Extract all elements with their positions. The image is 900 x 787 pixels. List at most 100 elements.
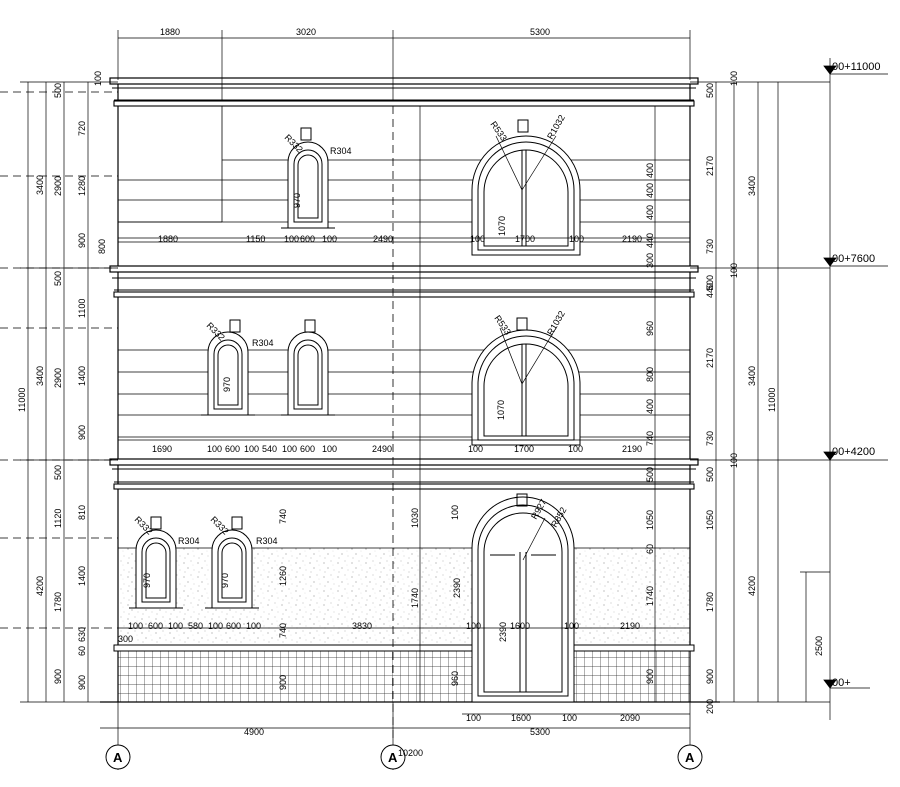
small-windows	[129, 127, 335, 609]
dim: 540	[262, 444, 277, 454]
dim: 2170	[705, 348, 715, 368]
dim: 100	[564, 621, 579, 631]
dim: 900	[77, 425, 87, 440]
dim: 100	[729, 71, 739, 86]
dim: 100	[470, 234, 485, 244]
dim: 970	[222, 377, 232, 392]
dim: 600	[148, 621, 163, 631]
dim: 740	[645, 431, 655, 446]
dim: 1120	[53, 509, 63, 528]
dim: 2500	[814, 636, 824, 656]
dim: 960	[450, 671, 460, 686]
dim: 1150	[246, 234, 265, 244]
dim: 970	[220, 573, 230, 588]
tiled-base	[117, 649, 691, 703]
dim: 100	[569, 234, 584, 244]
dim: 600	[225, 444, 240, 454]
dim: 1280	[77, 176, 87, 196]
level-label-11000: 00+11000	[832, 61, 880, 73]
dim: 900	[278, 675, 288, 690]
entrance-door	[471, 493, 575, 703]
dim: 1780	[53, 592, 63, 612]
level-label-4200: 00+4200	[832, 446, 875, 458]
dim: 1700	[515, 234, 535, 244]
bottom-dim-left: 4900	[244, 727, 264, 737]
dim: R304	[178, 536, 200, 546]
dim: 400	[645, 163, 655, 178]
dim: 1780	[705, 592, 715, 612]
axis-label-left: A	[113, 750, 123, 765]
dim: 100	[246, 621, 261, 631]
dim: 720	[77, 121, 87, 136]
dim: 400	[645, 205, 655, 220]
dim: 600	[300, 444, 315, 454]
dim: 3830	[352, 621, 372, 631]
rustication-floor-2	[118, 349, 690, 438]
dim: 580	[188, 621, 203, 631]
dim: 4200	[747, 576, 757, 596]
left-dims: 11000 3400 3400 4200 500 2900 500 2900 5…	[17, 71, 107, 690]
dim: 2900	[53, 368, 63, 388]
dim: 800	[97, 239, 107, 254]
axis-label-mid: A	[388, 750, 398, 765]
cornice-level-1	[109, 458, 699, 490]
dim: 100	[450, 505, 460, 520]
dim: 1100	[77, 299, 87, 318]
dim: 740	[278, 623, 288, 638]
door-dim: 100	[562, 713, 577, 723]
dim: 900	[705, 669, 715, 684]
dim: 1690	[152, 444, 172, 454]
window-floor3-large	[471, 119, 581, 256]
rustication-floor-3	[118, 106, 690, 243]
dim: 1740	[410, 588, 420, 608]
dim: 11000	[767, 388, 777, 412]
dim: 100	[466, 621, 481, 631]
right-dims: 11000 3400 3400 4200 2500 500 2170 730 5…	[645, 71, 824, 714]
dim: 500	[645, 467, 655, 482]
dim: 100	[729, 263, 739, 278]
dim: 100	[282, 444, 297, 454]
dim: 900	[645, 669, 655, 684]
dimension-lines	[20, 30, 831, 770]
level-label-7600: 00+7600	[832, 253, 875, 265]
dim: 2190	[622, 234, 642, 244]
dim: 100	[729, 453, 739, 468]
dim: 630	[77, 627, 87, 642]
axis-bubble	[677, 744, 703, 770]
dim: 440	[705, 283, 715, 298]
dim: 1050	[705, 510, 715, 530]
dim: 1400	[77, 566, 87, 586]
dim: 1880	[158, 234, 178, 244]
dim: 800	[645, 367, 655, 382]
window-floor2-large	[471, 317, 581, 446]
dim: R1032	[545, 309, 567, 337]
dim: 2190	[622, 444, 642, 454]
dim: 100	[208, 621, 223, 631]
dim: 100	[244, 444, 259, 454]
dim: 11000	[17, 388, 27, 412]
large-openings	[471, 119, 581, 703]
dim: 900	[53, 669, 63, 684]
dim: 970	[292, 193, 302, 208]
dim: 1070	[496, 400, 506, 420]
axis-bubble	[380, 744, 406, 770]
dim: 900	[77, 233, 87, 248]
dim: R1032	[545, 113, 567, 141]
cornice-level-2	[109, 265, 699, 298]
dim: 600	[300, 234, 315, 244]
dim: 440	[645, 233, 655, 248]
dim: 1030	[410, 508, 420, 528]
dim: 730	[705, 239, 715, 254]
door-dim: 2090	[620, 713, 640, 723]
dim: 1400	[77, 366, 87, 386]
axis-bubble	[105, 744, 131, 770]
dim: 730	[705, 431, 715, 446]
cornice-roof	[109, 77, 699, 107]
bottom-dim-right: 5300	[530, 727, 550, 737]
dim: 970	[142, 573, 152, 588]
top-dim: 3020	[296, 27, 316, 37]
dim: R304	[256, 536, 278, 546]
dim: 2490	[373, 234, 393, 244]
